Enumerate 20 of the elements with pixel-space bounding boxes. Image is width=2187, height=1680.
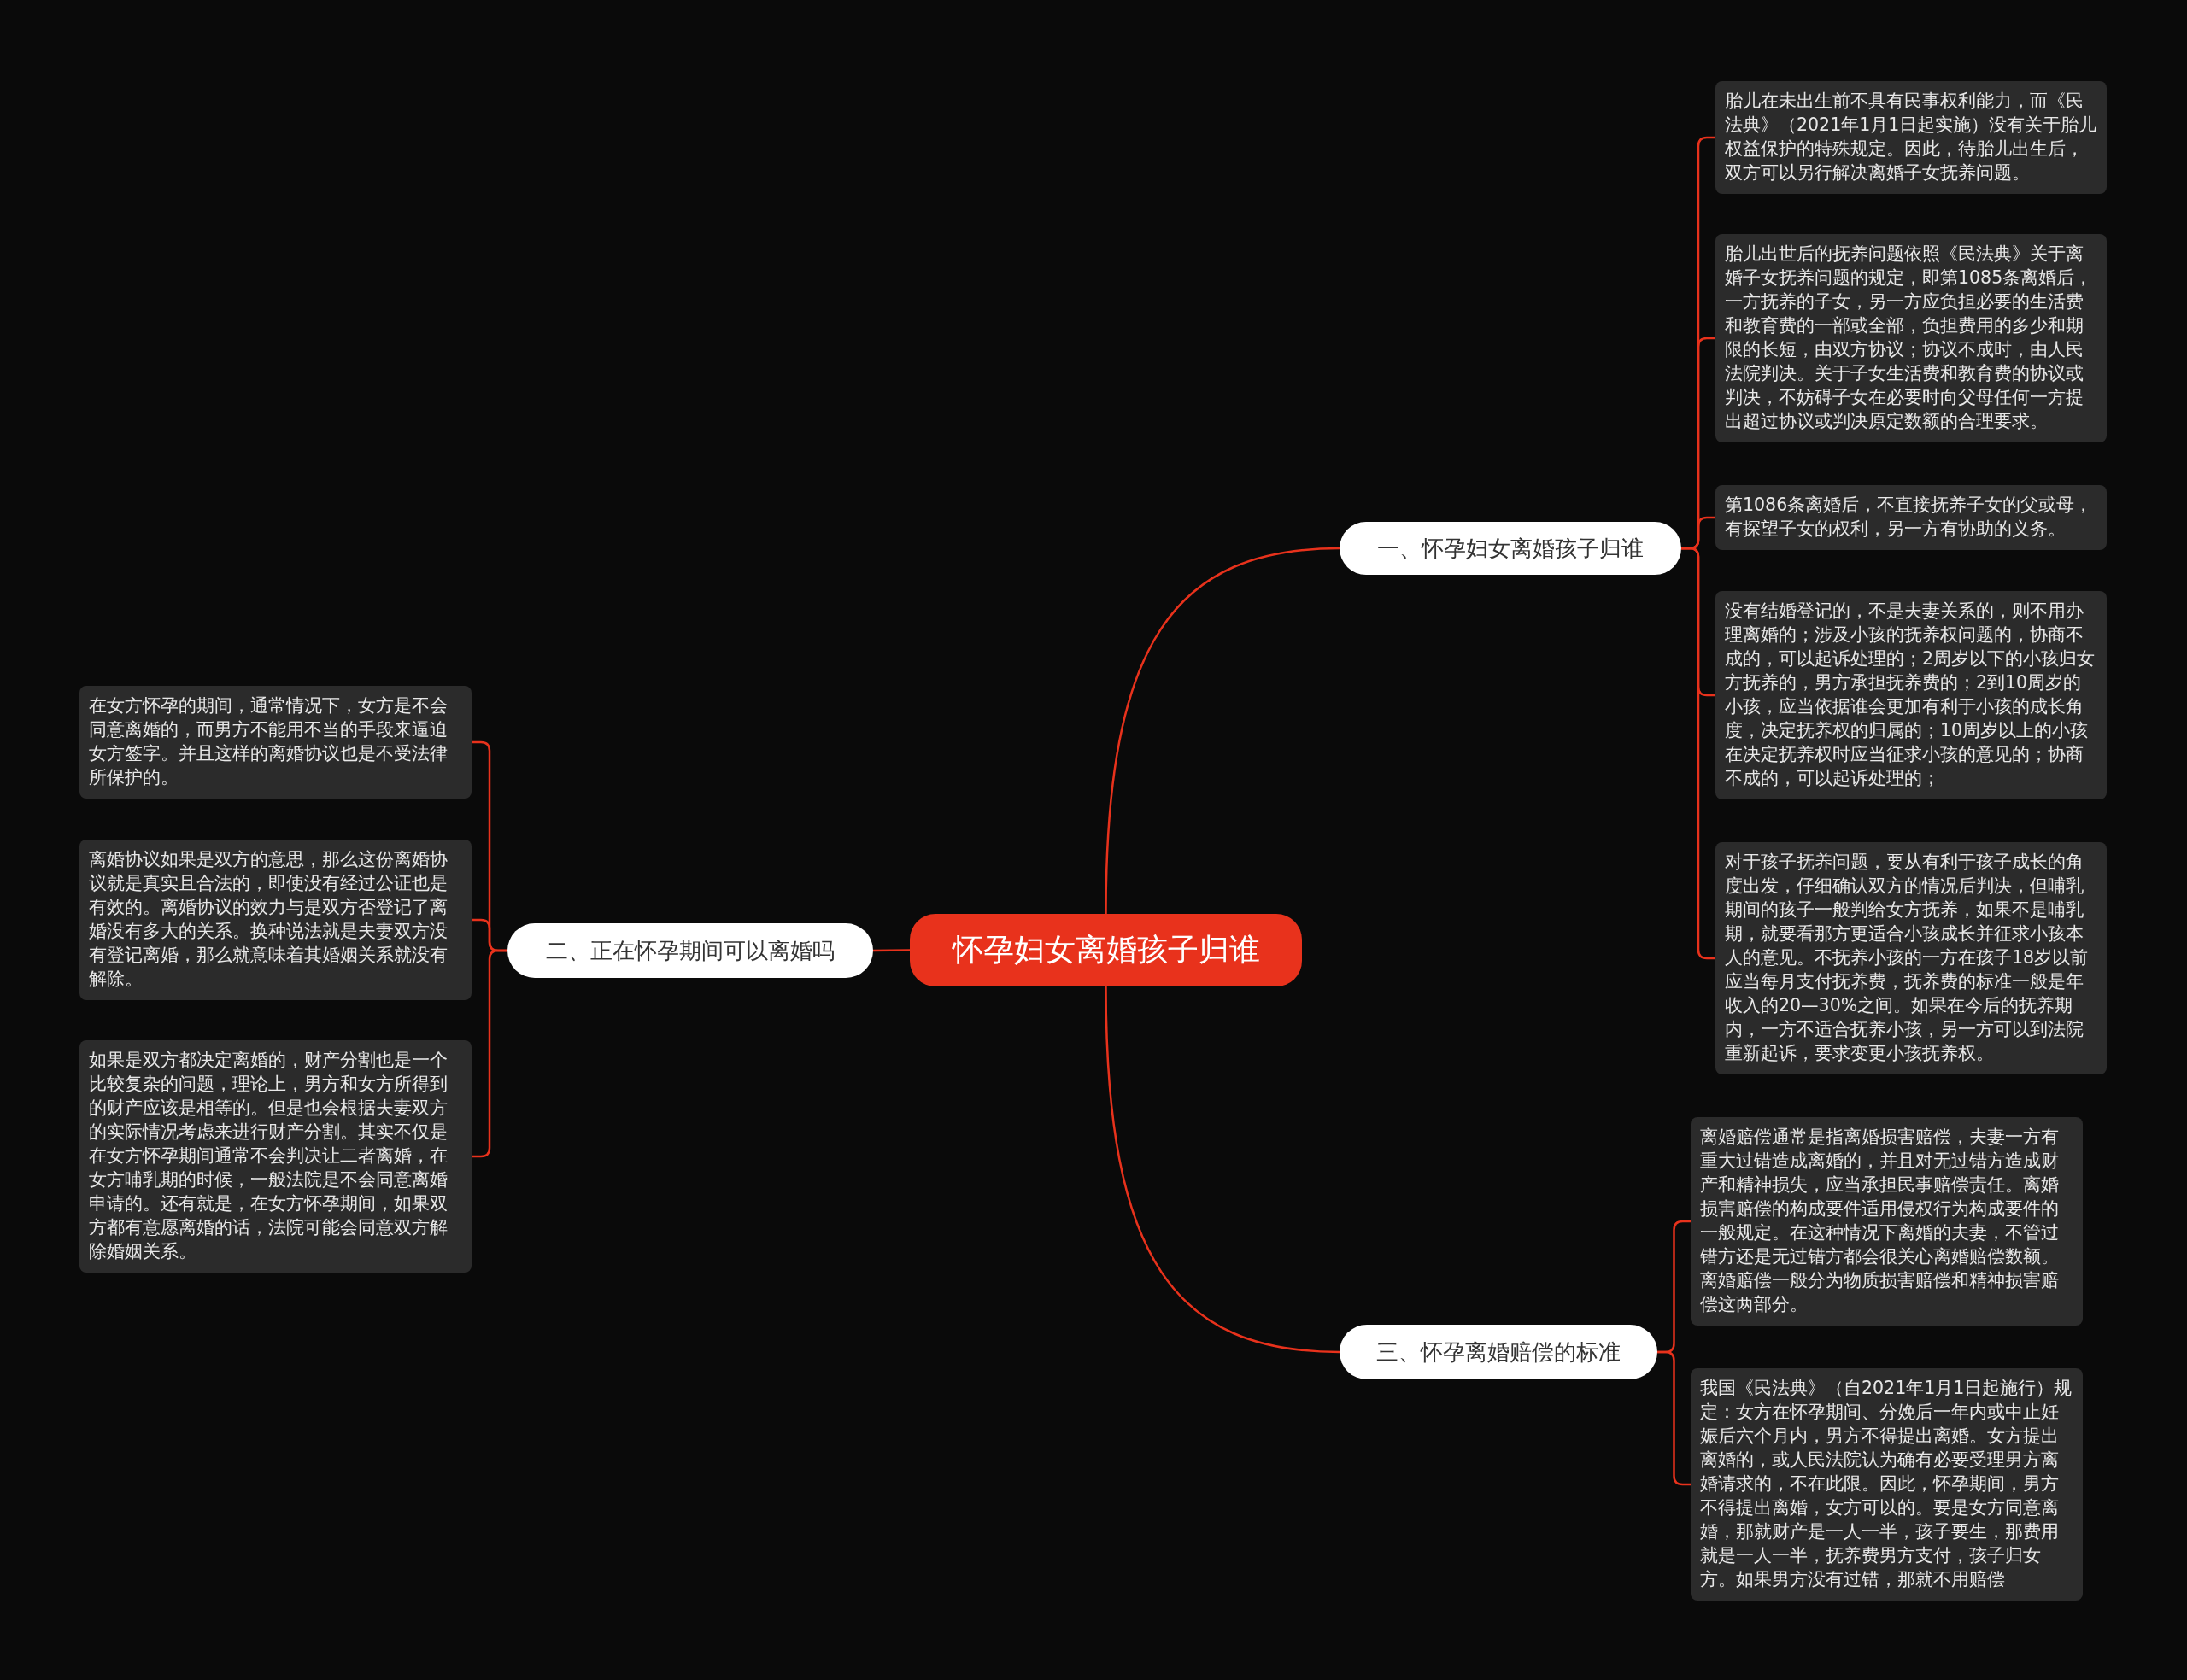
note-box: 没有结婚登记的，不是夫妻关系的，则不用办理离婚的；涉及小孩的抚养权问题的，协商不成的，可以起诉处理的；2周岁以下的小孩归女方抚养的，男方承担抚养费的；2到10周岁的小孩，应当依据谁会更加有利于小孩的成长角度，决定抚养权的归属的；10周岁以上的小孩在决定抚养权时应当征求小孩的意见的；协商不成的，可以起诉处理的； <box>1715 591 2107 799</box>
note-box: 离婚赔偿通常是指离婚损害赔偿，夫妻一方有重大过错造成离婚的，并且对无过错方造成财产和精神损失，应当承担民事赔偿责任。离婚损害赔偿的构成要件适用侵权行为构成要件的一般规定。在这种情况下离婚的夫妻，不管过错方还是无过错方都会很关心离婚赔偿数额。离婚赔偿一般分为物质损害赔偿和精神损害赔偿这两部分。 <box>1691 1117 2083 1326</box>
note-box: 如果是双方都决定离婚的，财产分割也是一个比较复杂的问题，理论上，男方和女方所得到的财产应该是相等的。但是也会根据夫妻双方的实际情况考虑来进行财产分割。其实不仅是在女方怀孕期间通常不会判决让二者离婚，在女方哺乳期的时候，一般法院是不会同意离婚申请的。还有就是，在女方怀孕期间，如果双方都有意愿离婚的话，法院可能会同意双方解除婚姻关系。 <box>79 1040 472 1273</box>
note-box: 第1086条离婚后，不直接抚养子女的父或母，有探望子女的权利，另一方有协助的义务。 <box>1715 485 2107 550</box>
note-box: 对于孩子抚养问题，要从有利于孩子成长的角度出发，仔细确认双方的情况后判决，但哺乳期间的孩子一般判给女方抚养，如果不是哺乳期，就要看那方更适合小孩成长并征求小孩本人的意见。不抚养小孩的一方在孩子18岁以前应当每月支付抚养费，抚养费的标准一般是年收入的20—30%之间。如果在今后的抚养期内，一方不适合抚养小孩，另一方可以到法院重新起诉，要求变更小孩抚养权。 <box>1715 842 2107 1074</box>
note-box: 胎儿在未出生前不具有民事权利能力，而《民法典》（2021年1月1日起实施）没有关于胎儿权益保护的特殊规定。因此，待胎儿出生后，双方可以另行解决离婚子女抚养问题。 <box>1715 81 2107 194</box>
note-box: 在女方怀孕的期间，通常情况下，女方是不会同意离婚的，而男方不能用不当的手段来逼迫女方签字。并且这样的离婚协议也是不受法律所保护的。 <box>79 686 472 799</box>
note-box: 胎儿出世后的抚养问题依照《民法典》关于离婚子女抚养问题的规定，即第1085条离婚后，一方抚养的子女，另一方应负担必要的生活费和教育费的一部或全部，负担费用的多少和期限的长短，由双方协议；协议不成时，由人民法院判决。关于子女生活费和教育费的协议或判决，不妨碍子女在必要时向父母任何一方提出超过协议或判决原定数额的合理要求。 <box>1715 234 2107 442</box>
note-box: 我国《民法典》（自2021年1月1日起施行）规定：女方在怀孕期间、分娩后一年内或中止妊娠后六个月内，男方不得提出离婚。女方提出离婚的，或人民法院认为确有必要受理男方离婚请求的，不在此限。因此，怀孕期间，男方不得提出离婚，女方可以的。要是女方同意离婚，那就财产是一人一半，孩子要生，那费用就是一人一半，抚养费男方支付，孩子归女方。如果男方没有过错，那就不用赔偿 <box>1691 1368 2083 1601</box>
branch-topic: 二、正在怀孕期间可以离婚吗 <box>507 923 873 978</box>
connector-line <box>472 949 507 1158</box>
branch-topic: 一、怀孕妇女离婚孩子归谁 <box>1340 522 1681 575</box>
central-topic: 怀孕妇女离婚孩子归谁 <box>910 914 1302 986</box>
connector-line <box>873 949 910 952</box>
connector-line <box>1657 1350 1691 1486</box>
connector-line <box>1105 547 1340 915</box>
note-box: 离婚协议如果是双方的意思，那么这份离婚协议就是真实且合法的，即使没有经过公证也是有效的。离婚协议的效力与是双方否登记了离婚没有多大的关系。换种说法就是夫妻双方没有登记离婚，那么就意味着其婚姻关系就没有解除。 <box>79 840 472 1000</box>
connector-line <box>1105 986 1340 1354</box>
connector-line <box>1681 547 1715 960</box>
branch-topic: 三、怀孕离婚赔偿的标准 <box>1340 1325 1657 1379</box>
